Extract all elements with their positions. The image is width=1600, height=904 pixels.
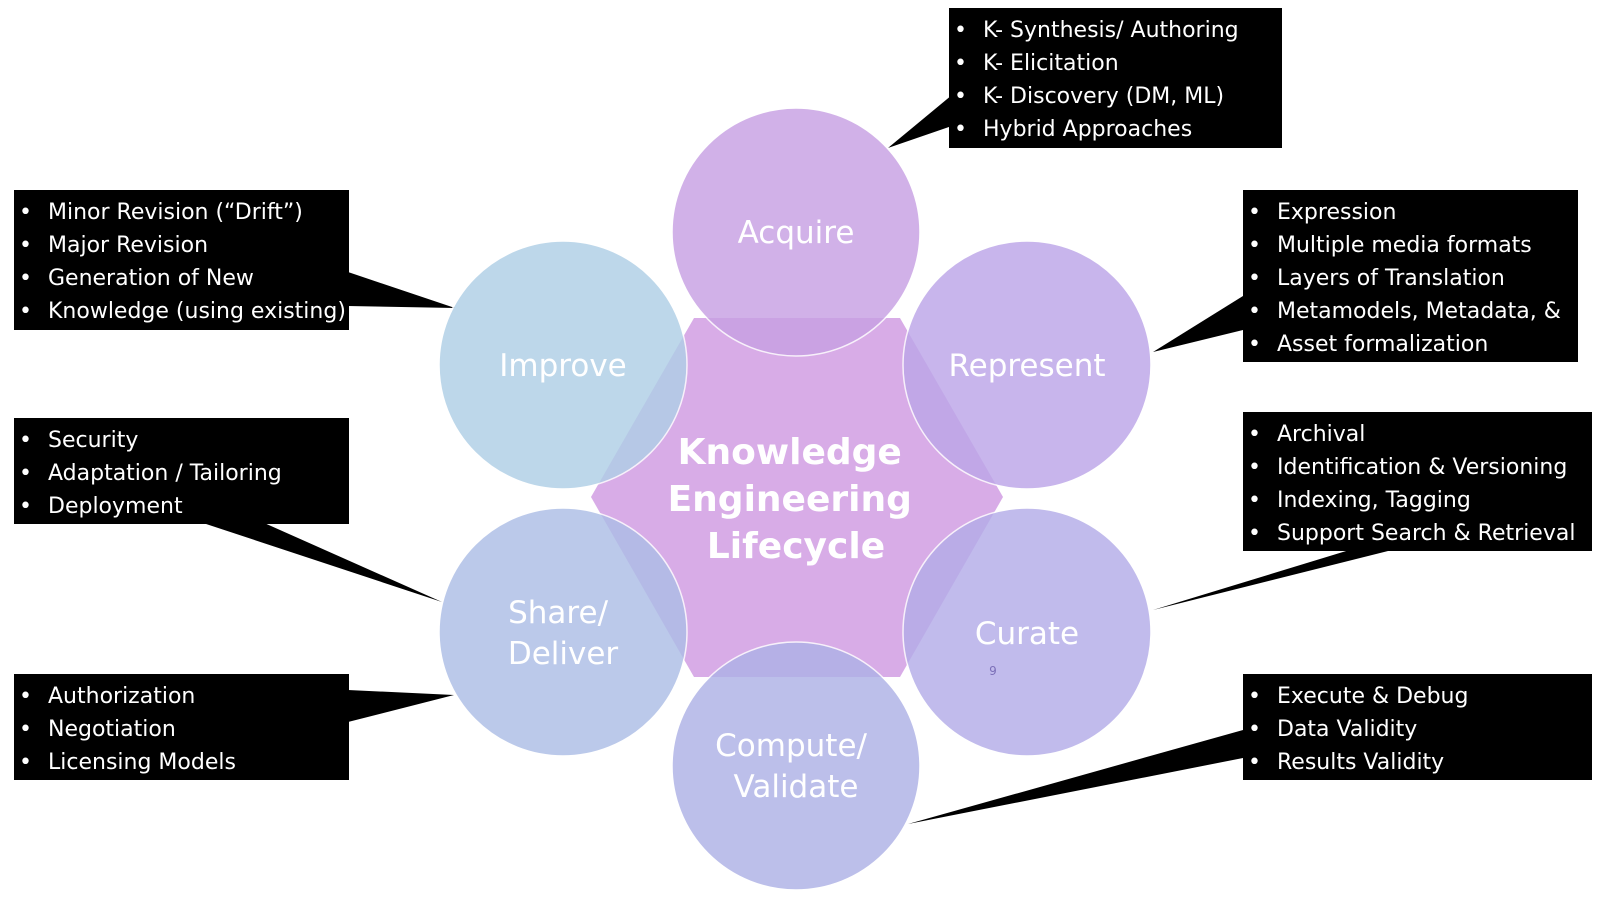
represent-circle[interactable] <box>902 240 1152 490</box>
callout-item: Authorization <box>14 680 337 713</box>
improve-circle[interactable] <box>438 240 688 490</box>
curate-label: Curate <box>975 616 1079 652</box>
callout-item: K- Discovery (DM, ML) <box>949 80 1270 113</box>
callout-pointers <box>200 90 1400 824</box>
callout-item: Execute & Debug <box>1243 680 1580 713</box>
callout-item: Data Validity <box>1243 713 1580 746</box>
callout-improve: Minor Revision (“Drift”) Major Revision … <box>14 190 349 330</box>
callout-item: Metamodels, Metadata, & <box>1243 295 1566 328</box>
represent-label: Represent <box>948 348 1105 384</box>
pointer-licensing <box>348 690 454 722</box>
center-hexagon <box>591 318 1003 677</box>
callout-represent: Expression Multiple media formats Layers… <box>1243 190 1578 362</box>
callout-item: Support Search & Retrieval <box>1243 517 1580 550</box>
callout-item: Adaptation / Tailoring <box>14 457 337 490</box>
callout-item: Archival <box>1243 418 1580 451</box>
callout-item: Multiple media formats <box>1243 229 1566 262</box>
acquire-circle[interactable] <box>671 107 921 357</box>
callout-item: Generation of New <box>14 262 337 295</box>
callout-item: Results Validity <box>1243 746 1580 779</box>
callout-item: K- Elicitation <box>949 47 1270 80</box>
share-label: Share/ Deliver <box>508 595 619 672</box>
curate-circle[interactable] <box>902 507 1152 757</box>
pointer-represent <box>1153 296 1243 352</box>
callout-item: Security <box>14 424 337 457</box>
improve-label: Improve <box>499 348 626 384</box>
share-circle[interactable] <box>438 507 688 757</box>
page-number: 9 <box>989 664 997 678</box>
callout-item: Deployment <box>14 490 337 523</box>
callout-compute: Execute & Debug Data Validity Results Va… <box>1243 674 1592 780</box>
callout-acquire: K- Synthesis/ Authoring K- Elicitation K… <box>949 8 1282 148</box>
pointer-security <box>200 522 442 602</box>
callout-item: Identification & Versioning <box>1243 451 1580 484</box>
callout-item: Asset formalization <box>1243 328 1566 361</box>
callout-item: Indexing, Tagging <box>1243 484 1580 517</box>
center-title: Knowledge Engineering Lifecycle <box>668 432 925 567</box>
callout-item: Hybrid Approaches <box>949 113 1270 146</box>
pointer-compute <box>908 730 1243 824</box>
callout-licensing: Authorization Negotiation Licensing Mode… <box>14 674 349 780</box>
pointer-improve <box>348 272 455 308</box>
callout-security: Security Adaptation / Tailoring Deployme… <box>14 418 349 524</box>
callout-item: Layers of Translation <box>1243 262 1566 295</box>
pointer-curate <box>1153 548 1400 610</box>
callout-curate: Archival Identification & Versioning Ind… <box>1243 412 1592 551</box>
callout-item: Expression <box>1243 196 1566 229</box>
callout-item: Negotiation <box>14 713 337 746</box>
compute-label: Compute/ Validate <box>715 728 877 805</box>
callout-item: K- Synthesis/ Authoring <box>949 14 1270 47</box>
acquire-label: Acquire <box>738 215 855 251</box>
compute-circle[interactable] <box>671 641 921 891</box>
callout-item: Major Revision <box>14 229 337 262</box>
callout-item: Knowledge (using existing) <box>14 295 346 328</box>
callout-item: Minor Revision (“Drift”) <box>14 196 337 229</box>
callout-item: Licensing Models <box>14 746 337 779</box>
